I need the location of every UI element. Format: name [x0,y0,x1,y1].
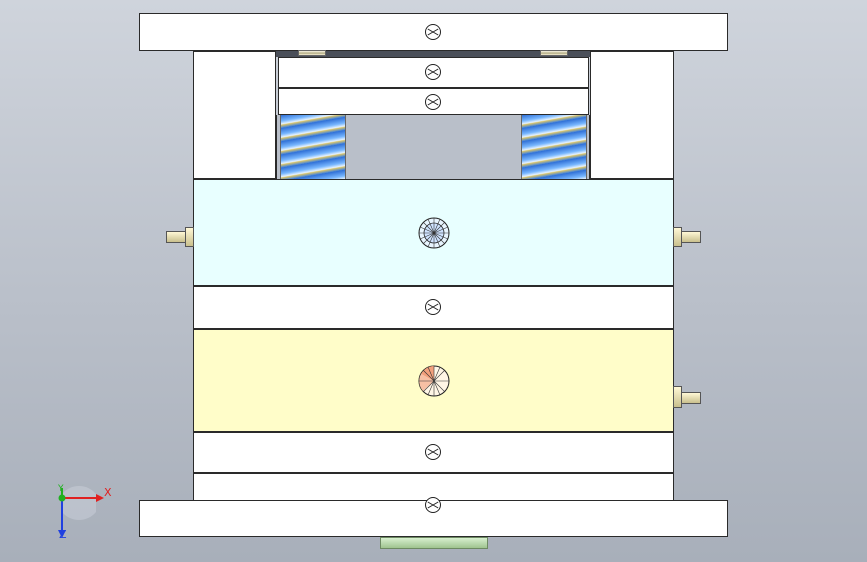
screw-icon [425,299,441,315]
water-fitting-core[interactable] [679,392,701,404]
water-fitting-left-hex [185,227,194,247]
screw-icon [425,497,441,513]
triad-x-label: X [104,486,112,499]
triad-z-label: Z [59,528,67,541]
stripper-plate-lower[interactable] [278,88,589,115]
guide-pin-stub-left [298,50,326,56]
ejector-pin-icon [418,365,450,397]
triad-y-label: Y [58,484,64,494]
right-support-block[interactable] [590,51,674,179]
water-fitting-right[interactable] [679,231,701,243]
coordinate-triad-icon [58,485,104,538]
screw-icon [425,24,441,40]
guide-pin-stub-right [540,50,568,56]
screw-icon [425,444,441,460]
screw-icon [425,94,441,110]
spring-left[interactable] [280,115,346,179]
stripper-gap [276,51,590,57]
water-fitting-core-hex [673,386,682,408]
spring-right[interactable] [521,115,587,179]
core-plate[interactable] [193,329,674,432]
water-fitting-right-hex [673,227,682,247]
ejector-housing[interactable] [193,473,674,500]
screw-icon [425,64,441,80]
left-support-block[interactable] [193,51,276,179]
locating-ring[interactable] [380,537,488,549]
sprue-bushing-icon [418,217,450,249]
